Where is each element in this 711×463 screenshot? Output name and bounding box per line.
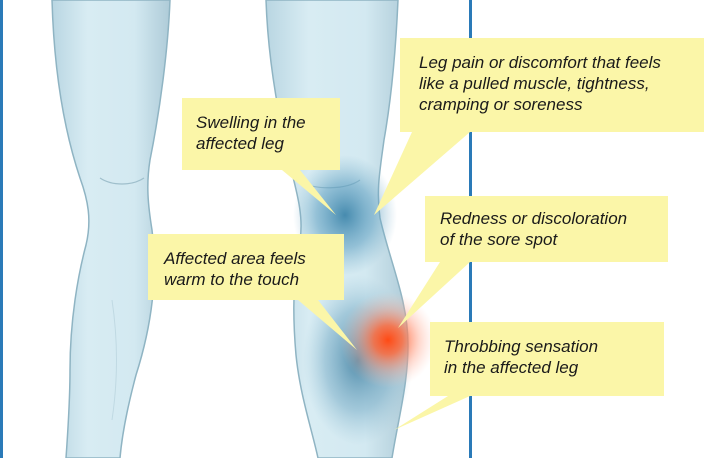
redness-glow bbox=[340, 292, 436, 388]
callout-leg-pain: Leg pain or discomfort that feels like a… bbox=[419, 52, 661, 115]
left-leg bbox=[52, 0, 170, 458]
callout-throbbing: Throbbing sensation in the affected leg bbox=[444, 336, 598, 378]
callout-redness: Redness or discoloration of the sore spo… bbox=[440, 208, 627, 250]
callout-swelling: Swelling in the affected leg bbox=[196, 112, 306, 154]
callout-warm: Affected area feels warm to the touch bbox=[164, 248, 306, 290]
